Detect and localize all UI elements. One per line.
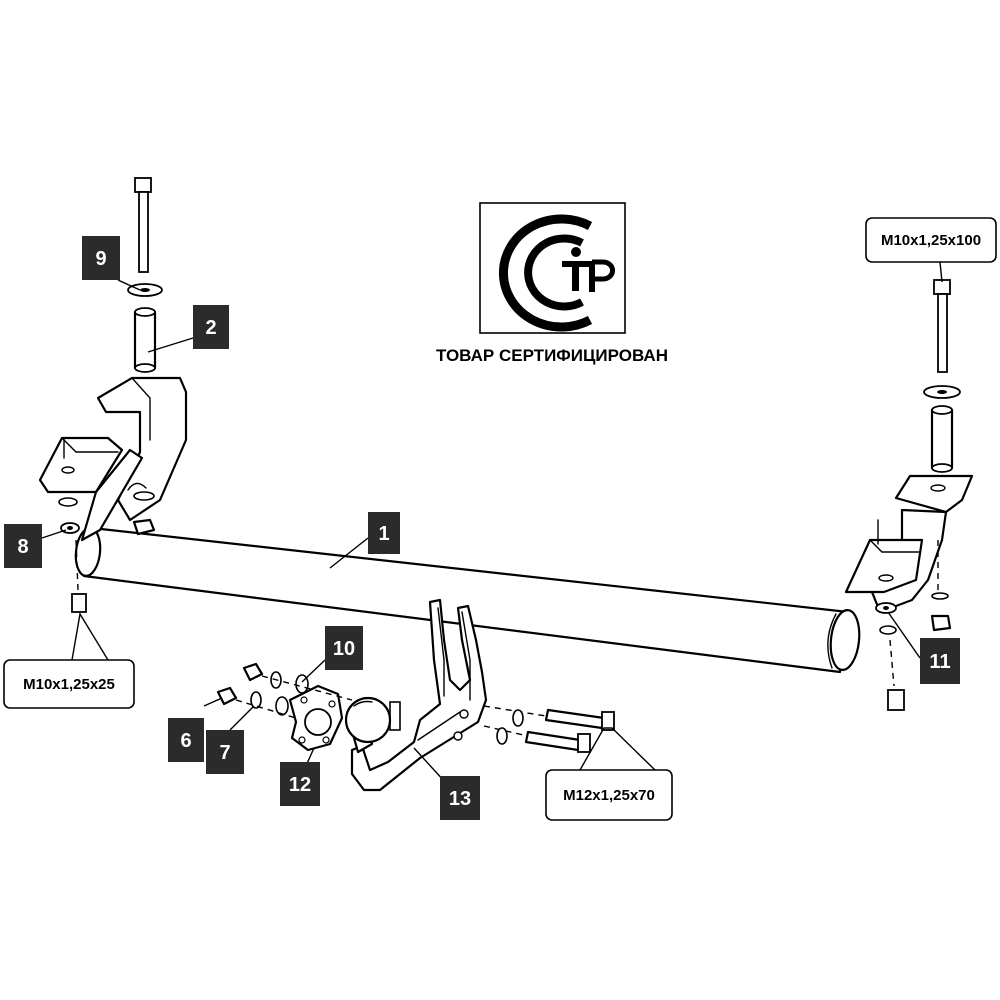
certification-caption: ТОВАР СЕРТИФИЦИРОВАН: [436, 346, 668, 365]
callout-7: 7: [206, 730, 244, 774]
callout-1-text: 1: [378, 523, 389, 545]
left-bottom-nut: [132, 491, 156, 536]
bolt-spec-bottom-left-text: M10x1,25x25: [23, 676, 115, 693]
callout-8-text: 8: [17, 536, 28, 558]
leader-lines: [41, 261, 943, 783]
callout-9: 9: [82, 236, 120, 280]
callout-9-text: 9: [95, 248, 106, 270]
cross-bar: [74, 526, 861, 674]
left-top-washer: [127, 283, 163, 297]
callout-6-text: 6: [180, 730, 191, 752]
callout-13: 13: [440, 776, 480, 820]
ball-side-fasteners: [216, 662, 353, 719]
left-spacer-tube: [133, 307, 157, 373]
hitch-arm: [350, 598, 488, 792]
callout-8: 8: [4, 524, 42, 568]
tow-ball: [344, 696, 392, 754]
bolt-spec-top-right: M10x1,25x100: [865, 217, 997, 263]
callout-12: 12: [280, 762, 320, 806]
hitch-bolts: [483, 705, 615, 753]
right-mounting-bracket: [844, 474, 974, 614]
callout-11-text: 11: [929, 651, 950, 673]
bolt-spec-hitch: M12x1,25x70: [545, 769, 673, 821]
right-lower-fasteners: [875, 592, 952, 711]
certification-mark: ТОВАР СЕРТИФИЦИРОВАН: [436, 202, 668, 365]
left-mounting-bracket: [38, 376, 188, 542]
callout-7-text: 7: [219, 742, 230, 764]
callout-10: 10: [325, 626, 363, 670]
socket-plate: [288, 684, 344, 752]
callout-6: 6: [168, 718, 204, 762]
certification-logo: [499, 214, 616, 332]
right-spacer-tube: [930, 405, 954, 473]
callout-12-text: 12: [289, 774, 311, 796]
bolt-spec-top-right-text: M10x1,25x100: [881, 232, 981, 249]
callout-11: 11: [920, 638, 960, 684]
left-top-bolt: [134, 177, 152, 273]
callout-13-text: 13: [449, 788, 471, 810]
bolt-spec-hitch-text: M12x1,25x70: [563, 787, 655, 804]
callout-2-text: 2: [205, 317, 216, 339]
right-top-bolt: [933, 279, 951, 373]
right-top-washer: [923, 385, 961, 399]
callout-10-text: 10: [333, 638, 355, 660]
bolt-spec-bottom-left: M10x1,25x25: [3, 659, 135, 709]
callout-2: 2: [193, 305, 229, 349]
callout-1: 1: [368, 512, 400, 554]
